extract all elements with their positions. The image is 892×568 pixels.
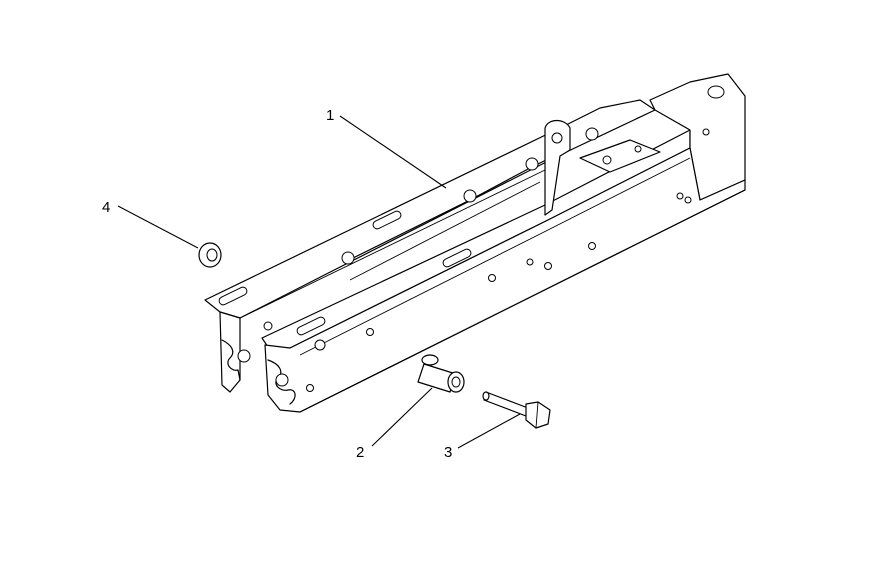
side-hole-3 bbox=[488, 274, 496, 282]
callout-label-4: 4 bbox=[102, 199, 110, 216]
side-hole-2 bbox=[366, 328, 374, 336]
part-2-spacer-tube bbox=[417, 354, 465, 393]
callout-1: 1 bbox=[326, 107, 447, 189]
part-3-hex-bolt bbox=[482, 391, 551, 429]
spacer-tube-body bbox=[417, 363, 457, 393]
upper-rail-web bbox=[219, 311, 241, 393]
front-hole-2 bbox=[275, 373, 289, 387]
latch-knob bbox=[585, 127, 599, 141]
center-slot-2 bbox=[442, 248, 472, 268]
latch-post bbox=[544, 119, 571, 216]
side-hole-9 bbox=[702, 128, 710, 136]
rail-inner-line-a bbox=[239, 169, 546, 319]
side-hole-1 bbox=[314, 339, 326, 351]
nut-bore bbox=[206, 248, 218, 262]
latch-tooth-1 bbox=[341, 251, 355, 265]
latch-plate-hole-2 bbox=[634, 145, 642, 153]
flange-slot-1 bbox=[218, 286, 248, 306]
spacer-tube-bore bbox=[451, 376, 461, 388]
front-notch-left bbox=[221, 339, 241, 381]
rear-housing-hole bbox=[707, 85, 725, 99]
callout-label-3: 3 bbox=[444, 444, 452, 461]
leader-line-1 bbox=[339, 115, 447, 189]
leader-line-4 bbox=[117, 205, 199, 249]
latch-tooth-2 bbox=[463, 189, 477, 203]
front-notch-right bbox=[267, 359, 296, 405]
bolt-shank bbox=[483, 391, 529, 417]
rail-inner-line-c bbox=[349, 181, 541, 281]
rail-inner-line-b bbox=[299, 157, 691, 356]
front-hole-3 bbox=[263, 321, 273, 331]
leader-line-3 bbox=[457, 413, 521, 449]
front-hole-1 bbox=[237, 349, 251, 363]
side-hole-4 bbox=[526, 258, 534, 266]
leader-line-2 bbox=[371, 387, 433, 447]
callout-3: 3 bbox=[444, 413, 521, 461]
side-hole-8 bbox=[684, 196, 692, 204]
side-hole-6 bbox=[588, 242, 596, 250]
lower-rail-side-wall bbox=[264, 147, 746, 413]
flange-slot-2 bbox=[372, 210, 402, 230]
latch-tooth-3 bbox=[525, 157, 539, 171]
bolt-tip bbox=[482, 391, 490, 401]
front-hole-4 bbox=[306, 384, 314, 392]
callout-label-2: 2 bbox=[356, 444, 364, 461]
callout-label-1: 1 bbox=[326, 107, 334, 124]
side-hole-5 bbox=[544, 262, 552, 270]
lower-rail-bottom-edge bbox=[299, 189, 746, 413]
bolt-hex-head-edge bbox=[535, 401, 539, 429]
callout-4: 4 bbox=[102, 199, 199, 249]
side-hole-7 bbox=[676, 192, 684, 200]
part-1-seat-rail-assembly bbox=[204, 73, 746, 413]
latch-bar bbox=[344, 157, 551, 263]
center-slot-1 bbox=[296, 316, 326, 336]
spacer-tube-end-far bbox=[421, 354, 439, 366]
latch-post-hole bbox=[551, 132, 563, 144]
callout-2: 2 bbox=[356, 387, 433, 461]
part-4-flange-nut bbox=[198, 242, 222, 268]
latch-plate-hole-1 bbox=[602, 155, 612, 165]
